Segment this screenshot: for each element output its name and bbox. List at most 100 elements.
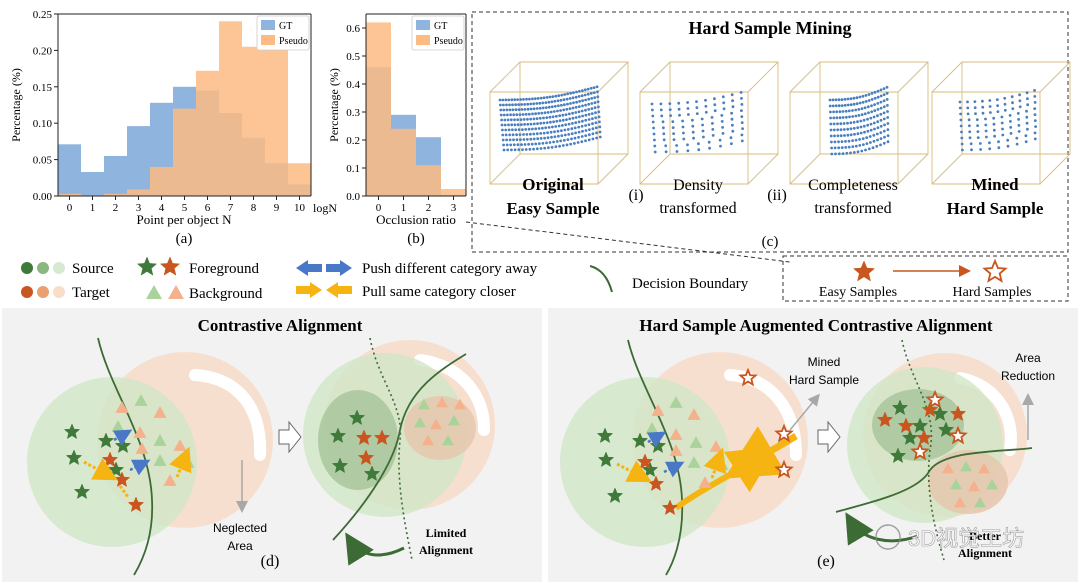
panel-e-source-triangle xyxy=(669,396,683,408)
cube-completeness-transformed xyxy=(789,61,929,185)
panel-d-neglected-line2: Area xyxy=(227,539,253,553)
chart-b-xtick-1: 1 xyxy=(401,202,407,214)
sample-3-line1: Completeness xyxy=(808,177,898,194)
panel-e-aligned-hard-star xyxy=(925,389,945,409)
panel-d-aligned-triangle xyxy=(414,416,426,428)
chart-a-bar-pseudo-6 xyxy=(196,70,219,196)
hard-mining-sample-labels: Original Easy Sample (i) Density transfo… xyxy=(506,175,1043,218)
panel-d-aligned-source-star xyxy=(331,457,349,474)
panel-d-source-star xyxy=(97,432,115,449)
watermark: 3D视觉工坊 xyxy=(875,524,1024,551)
panel-d-source-triangle xyxy=(134,394,148,406)
panel-e-source-triangle xyxy=(645,422,659,434)
panel-e-transition-arrow xyxy=(817,420,841,454)
panel-e-push-arrow xyxy=(663,461,685,478)
panel-e-better-line2: Alignment xyxy=(958,546,1012,560)
chart-b-yticks: 0.00.10.20.30.40.50.6 xyxy=(346,23,366,203)
chart-a-xtick-10: 10 xyxy=(294,202,306,214)
pull-arrows-icon xyxy=(296,282,352,298)
sample-4-line2: Hard Sample xyxy=(947,199,1044,218)
chart-b-ytick-0.6: 0.6 xyxy=(346,23,360,35)
chart-b-bar-pseudo-1 xyxy=(391,128,416,196)
mined-hard-sample-arrow xyxy=(789,393,820,431)
connector-dashed-line xyxy=(465,221,791,263)
panel-e-aligned-source-star xyxy=(901,429,919,446)
chart-a-ytick-0.10: 0.10 xyxy=(33,118,53,130)
chart-b-panel-label: (b) xyxy=(407,231,425,247)
panel-e-pull-arrow xyxy=(703,447,727,479)
hard-sample-mining-panel: Hard Sample Mining (c) xyxy=(465,11,1071,263)
legend-boundary: Decision Boundary xyxy=(632,276,749,292)
panel-e-mined-line1: Mined xyxy=(808,355,841,369)
panel-e-samples xyxy=(596,367,998,516)
panel-d-source-star xyxy=(73,483,91,500)
hard-star-icon xyxy=(982,258,1008,283)
legend-orange-star-icon xyxy=(159,256,181,276)
panel-d-title: Contrastive Alignment xyxy=(198,316,363,335)
panel-e-aligned-source-star xyxy=(911,417,929,434)
watermark-logo-icon xyxy=(875,524,901,550)
panel-e-aligned-source-star xyxy=(931,405,949,422)
chart-b-xlabel: Occlusion ratio xyxy=(376,212,456,227)
panel-e-target-triangle xyxy=(651,404,665,416)
sample-2-prefix: (i) xyxy=(628,187,643,204)
chart-b-xtick-2: 2 xyxy=(426,202,432,214)
panel-e-aligned-source-star xyxy=(891,399,909,416)
chart-a-xtick-8: 8 xyxy=(251,202,257,214)
chart-b-xtick-3: 3 xyxy=(451,202,457,214)
chart-b-legend-pseudo: Pseudo xyxy=(434,36,463,47)
legend-row: Source Target Foreground Background Push… xyxy=(21,255,1069,302)
panel-d-target-triangle xyxy=(133,426,147,438)
panel-d-aligned-triangle xyxy=(418,398,430,410)
panel-d-label: (d) xyxy=(261,553,280,570)
chart-b-legend: GT Pseudo xyxy=(411,15,465,51)
chart-a-bar-gt-3 xyxy=(127,126,150,196)
chart-a-legend-gt: GT xyxy=(279,21,292,32)
panel-e-source-star xyxy=(596,427,614,444)
chart-a-ytick-0.15: 0.15 xyxy=(33,82,53,94)
panel-e-aligned-target-star xyxy=(921,401,939,418)
chart-a-yticks: 0.000.050.100.150.200.25 xyxy=(33,9,58,203)
panel-e-source-triangle xyxy=(689,436,703,448)
chart-a-bar-pseudo-5 xyxy=(173,108,196,196)
panel-e-push-arrow xyxy=(646,431,667,448)
background-triangles-icon xyxy=(146,285,184,299)
panel-d-limited-line1: Limited xyxy=(426,526,467,540)
chart-a-legend: GT Pseudo xyxy=(256,15,310,51)
panel-d-aligned-source-star xyxy=(329,427,347,444)
chart-b-legend-gt: GT xyxy=(434,21,447,32)
hard-mining-panel-label: (c) xyxy=(762,234,779,250)
chart-a-panel-label: (a) xyxy=(176,231,193,247)
legend-hard: Hard Samples xyxy=(953,285,1032,300)
chart-b-ytick-0.5: 0.5 xyxy=(346,51,360,63)
chart-a-bar-pseudo-9 xyxy=(265,49,288,197)
chart-a-bar-pseudo-7 xyxy=(219,21,242,197)
chart-a-bar-gt-2 xyxy=(104,155,127,196)
panel-d-source-triangle xyxy=(153,434,167,446)
panel-d-push-arrow xyxy=(129,459,151,476)
panel-d-aligned-triangle xyxy=(448,414,460,426)
chart-a-bar-gt-0 xyxy=(58,144,81,196)
panel-e-aligned-target-star xyxy=(897,417,915,434)
panel-d-target-triangle xyxy=(115,401,129,413)
panel-e-aligned-source-star xyxy=(889,447,907,464)
chart-a-xtick-3: 3 xyxy=(136,202,142,214)
panel-d-aligned-triangle xyxy=(442,434,454,446)
panel-e-source-star xyxy=(631,432,649,449)
panel-e-area-line2: Reduction xyxy=(1001,369,1055,383)
cube-mined-hard-sample xyxy=(931,61,1071,185)
panel-d-aligned-triangle xyxy=(436,396,448,408)
panel-d-source-triangle xyxy=(111,420,125,432)
panel-e-aligned-triangle xyxy=(960,460,972,472)
chart-a-bar-pseudo-4 xyxy=(150,166,173,196)
chart-b-xtick-0: 0 xyxy=(376,202,382,214)
chart-b-bar-pseudo-0 xyxy=(366,22,391,197)
chart-a-ytick-0.05: 0.05 xyxy=(33,155,53,167)
panel-e-target-triangle xyxy=(669,444,683,456)
panel-e-aligned-hard-star xyxy=(948,425,968,445)
chart-b-bars xyxy=(366,22,466,197)
panel-e-source-star xyxy=(597,451,615,468)
sample-3-line2: transformed xyxy=(814,200,891,217)
